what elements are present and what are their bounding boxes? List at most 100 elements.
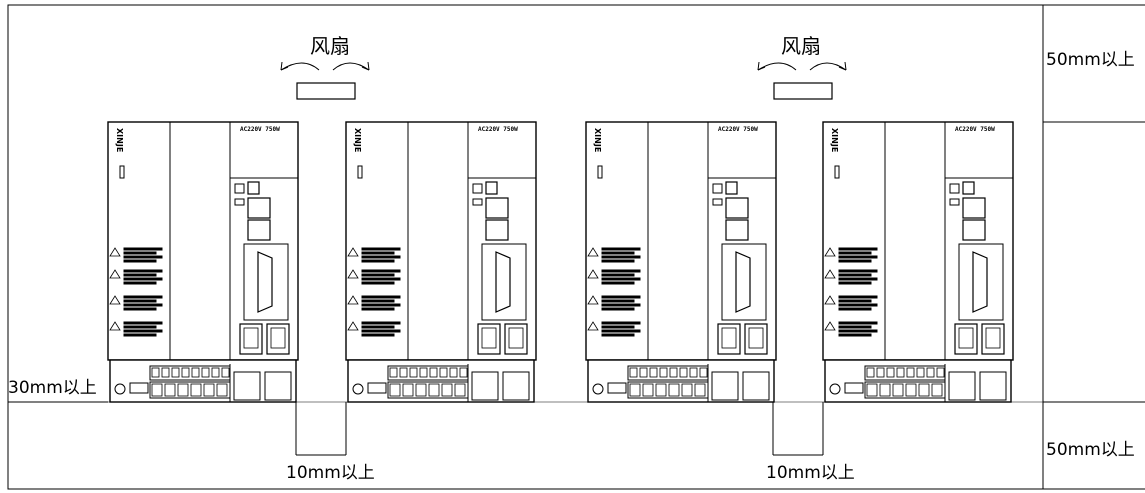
- power-connector-b: [264, 371, 292, 401]
- ethernet-port-in: [485, 219, 509, 241]
- io-frame: [958, 243, 1004, 321]
- terminal-slot: [681, 383, 693, 397]
- warning-text-line: [601, 321, 641, 325]
- terminal-screw: [221, 367, 230, 378]
- airflow-arc-right: [809, 62, 847, 71]
- ethernet-port-out: [962, 197, 986, 219]
- cn-label: [472, 198, 483, 206]
- warning-text-line: [123, 251, 157, 255]
- terminal-screw: [429, 367, 438, 378]
- terminal-slot: [629, 383, 641, 397]
- terminal-screw: [171, 367, 180, 378]
- status-led: [357, 165, 363, 179]
- warning-text-line: [838, 325, 872, 329]
- airflow-arrowhead-right: [361, 61, 370, 71]
- terminal-screw: [399, 367, 408, 378]
- warning-text-line: [601, 247, 641, 251]
- clearance-side-label: 30mm以上: [8, 378, 97, 398]
- warning-text-line: [123, 303, 163, 307]
- terminal-screw: [896, 367, 905, 378]
- terminal-slot: [454, 383, 466, 397]
- terminal-screw: [459, 367, 468, 378]
- gap-bracket-right: [772, 402, 824, 456]
- terminal-slot: [668, 383, 680, 397]
- warning-text-line: [361, 255, 401, 259]
- warning-text-line: [123, 273, 157, 277]
- status-led: [119, 165, 125, 179]
- terminal-screw: [419, 367, 428, 378]
- warning-text-line: [361, 329, 401, 333]
- warning-text-line: [361, 251, 395, 255]
- warning-icon: [824, 321, 836, 331]
- warning-text-line: [601, 303, 641, 307]
- warning-text-line: [123, 259, 157, 263]
- warning-text-line: [123, 247, 163, 251]
- warning-text-line: [361, 273, 395, 277]
- ethernet-port-out: [485, 197, 509, 219]
- terminal-slot: [642, 383, 654, 397]
- warning-text-line: [601, 333, 635, 337]
- encoder-inner-b: [748, 327, 764, 349]
- warning-text-line: [601, 307, 635, 311]
- terminal-screw: [409, 367, 418, 378]
- terminal-screw: [439, 367, 448, 378]
- warning-text-line: [123, 281, 157, 285]
- warning-text-line: [361, 299, 395, 303]
- terminal-slot: [918, 383, 930, 397]
- terminal-screw: [866, 367, 875, 378]
- warning-icon: [587, 295, 599, 305]
- terminal-slot: [216, 383, 228, 397]
- warning-text-line: [838, 281, 872, 285]
- ground-screw: [114, 383, 126, 395]
- cn0-port: [725, 181, 738, 195]
- warning-text-line: [601, 295, 641, 299]
- warning-icon: [347, 295, 359, 305]
- io-frame: [243, 243, 289, 321]
- ethernet-port-out: [725, 197, 749, 219]
- terminal-slot: [655, 383, 667, 397]
- terminal-slot: [905, 383, 917, 397]
- status-led: [597, 165, 603, 179]
- encoder-inner-a: [721, 327, 737, 349]
- model-label: AC220V 750W: [478, 126, 518, 133]
- warning-text-line: [361, 269, 401, 273]
- fan-label-right: 风扇: [781, 34, 821, 58]
- warning-text-line: [601, 251, 635, 255]
- terminal-slot: [190, 383, 202, 397]
- terminal-screw: [191, 367, 200, 378]
- terminal-slot: [415, 383, 427, 397]
- terminal-screw: [211, 367, 220, 378]
- terminal-slot: [177, 383, 189, 397]
- power-connector-a: [471, 371, 499, 401]
- power-connector-b: [979, 371, 1007, 401]
- warning-text-line: [123, 333, 157, 337]
- encoder-inner-a: [958, 327, 974, 349]
- encoder-inner-b: [985, 327, 1001, 349]
- warning-text-line: [123, 329, 163, 333]
- warning-text-line: [838, 277, 878, 281]
- fan-label-left: 风扇: [310, 34, 350, 58]
- terminal-slot: [402, 383, 414, 397]
- encoder-port-b: [266, 323, 290, 355]
- terminal-clip: [129, 382, 149, 394]
- warning-text-line: [601, 329, 641, 333]
- airflow-arc-left: [757, 62, 797, 71]
- warning-text-line: [361, 303, 401, 307]
- terminal-screw: [689, 367, 698, 378]
- cn-label: [234, 198, 245, 206]
- warning-text-line: [838, 299, 872, 303]
- status-led: [834, 165, 840, 179]
- fan-body: [296, 82, 356, 100]
- warning-text-line: [361, 259, 395, 263]
- airflow-arrowhead-left: [757, 61, 766, 71]
- fan-right: [757, 61, 847, 100]
- encoder-port-a: [477, 323, 501, 355]
- terminal-slot: [931, 383, 943, 397]
- terminal-slot: [441, 383, 453, 397]
- db-connector: [735, 251, 751, 313]
- fan-left: [280, 61, 370, 100]
